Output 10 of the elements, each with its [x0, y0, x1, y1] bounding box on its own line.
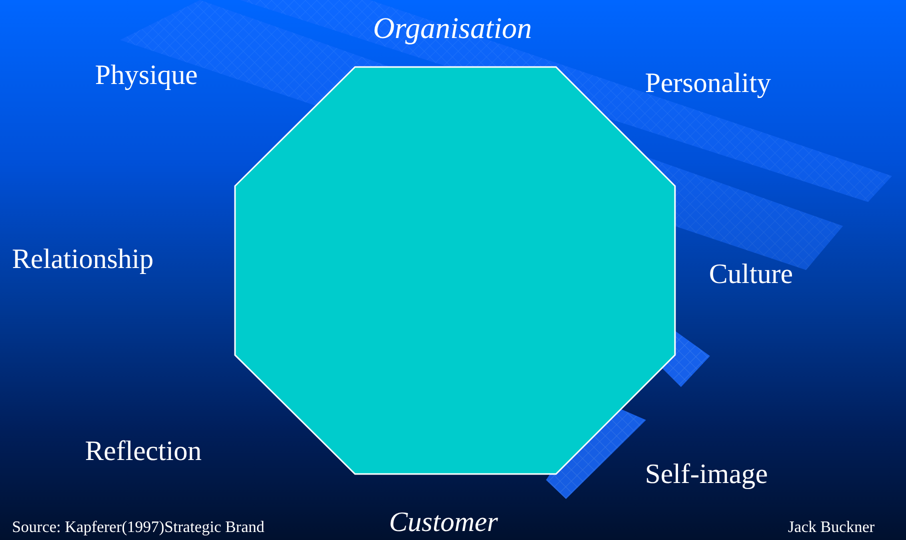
- label-text: Jack Buckner: [788, 518, 875, 538]
- label-text: Relationship: [12, 243, 154, 277]
- label-text: Personality: [645, 67, 771, 101]
- label-text: Reflection: [85, 435, 202, 469]
- label-text: Organisation: [373, 11, 532, 47]
- label-text: Physique: [95, 59, 198, 93]
- label-text: Self-image: [645, 458, 768, 492]
- label-text: Culture: [709, 258, 793, 292]
- label-text: Customer: [389, 506, 498, 540]
- label-text: Source: Kapferer(1997)Strategic Brand: [12, 518, 264, 538]
